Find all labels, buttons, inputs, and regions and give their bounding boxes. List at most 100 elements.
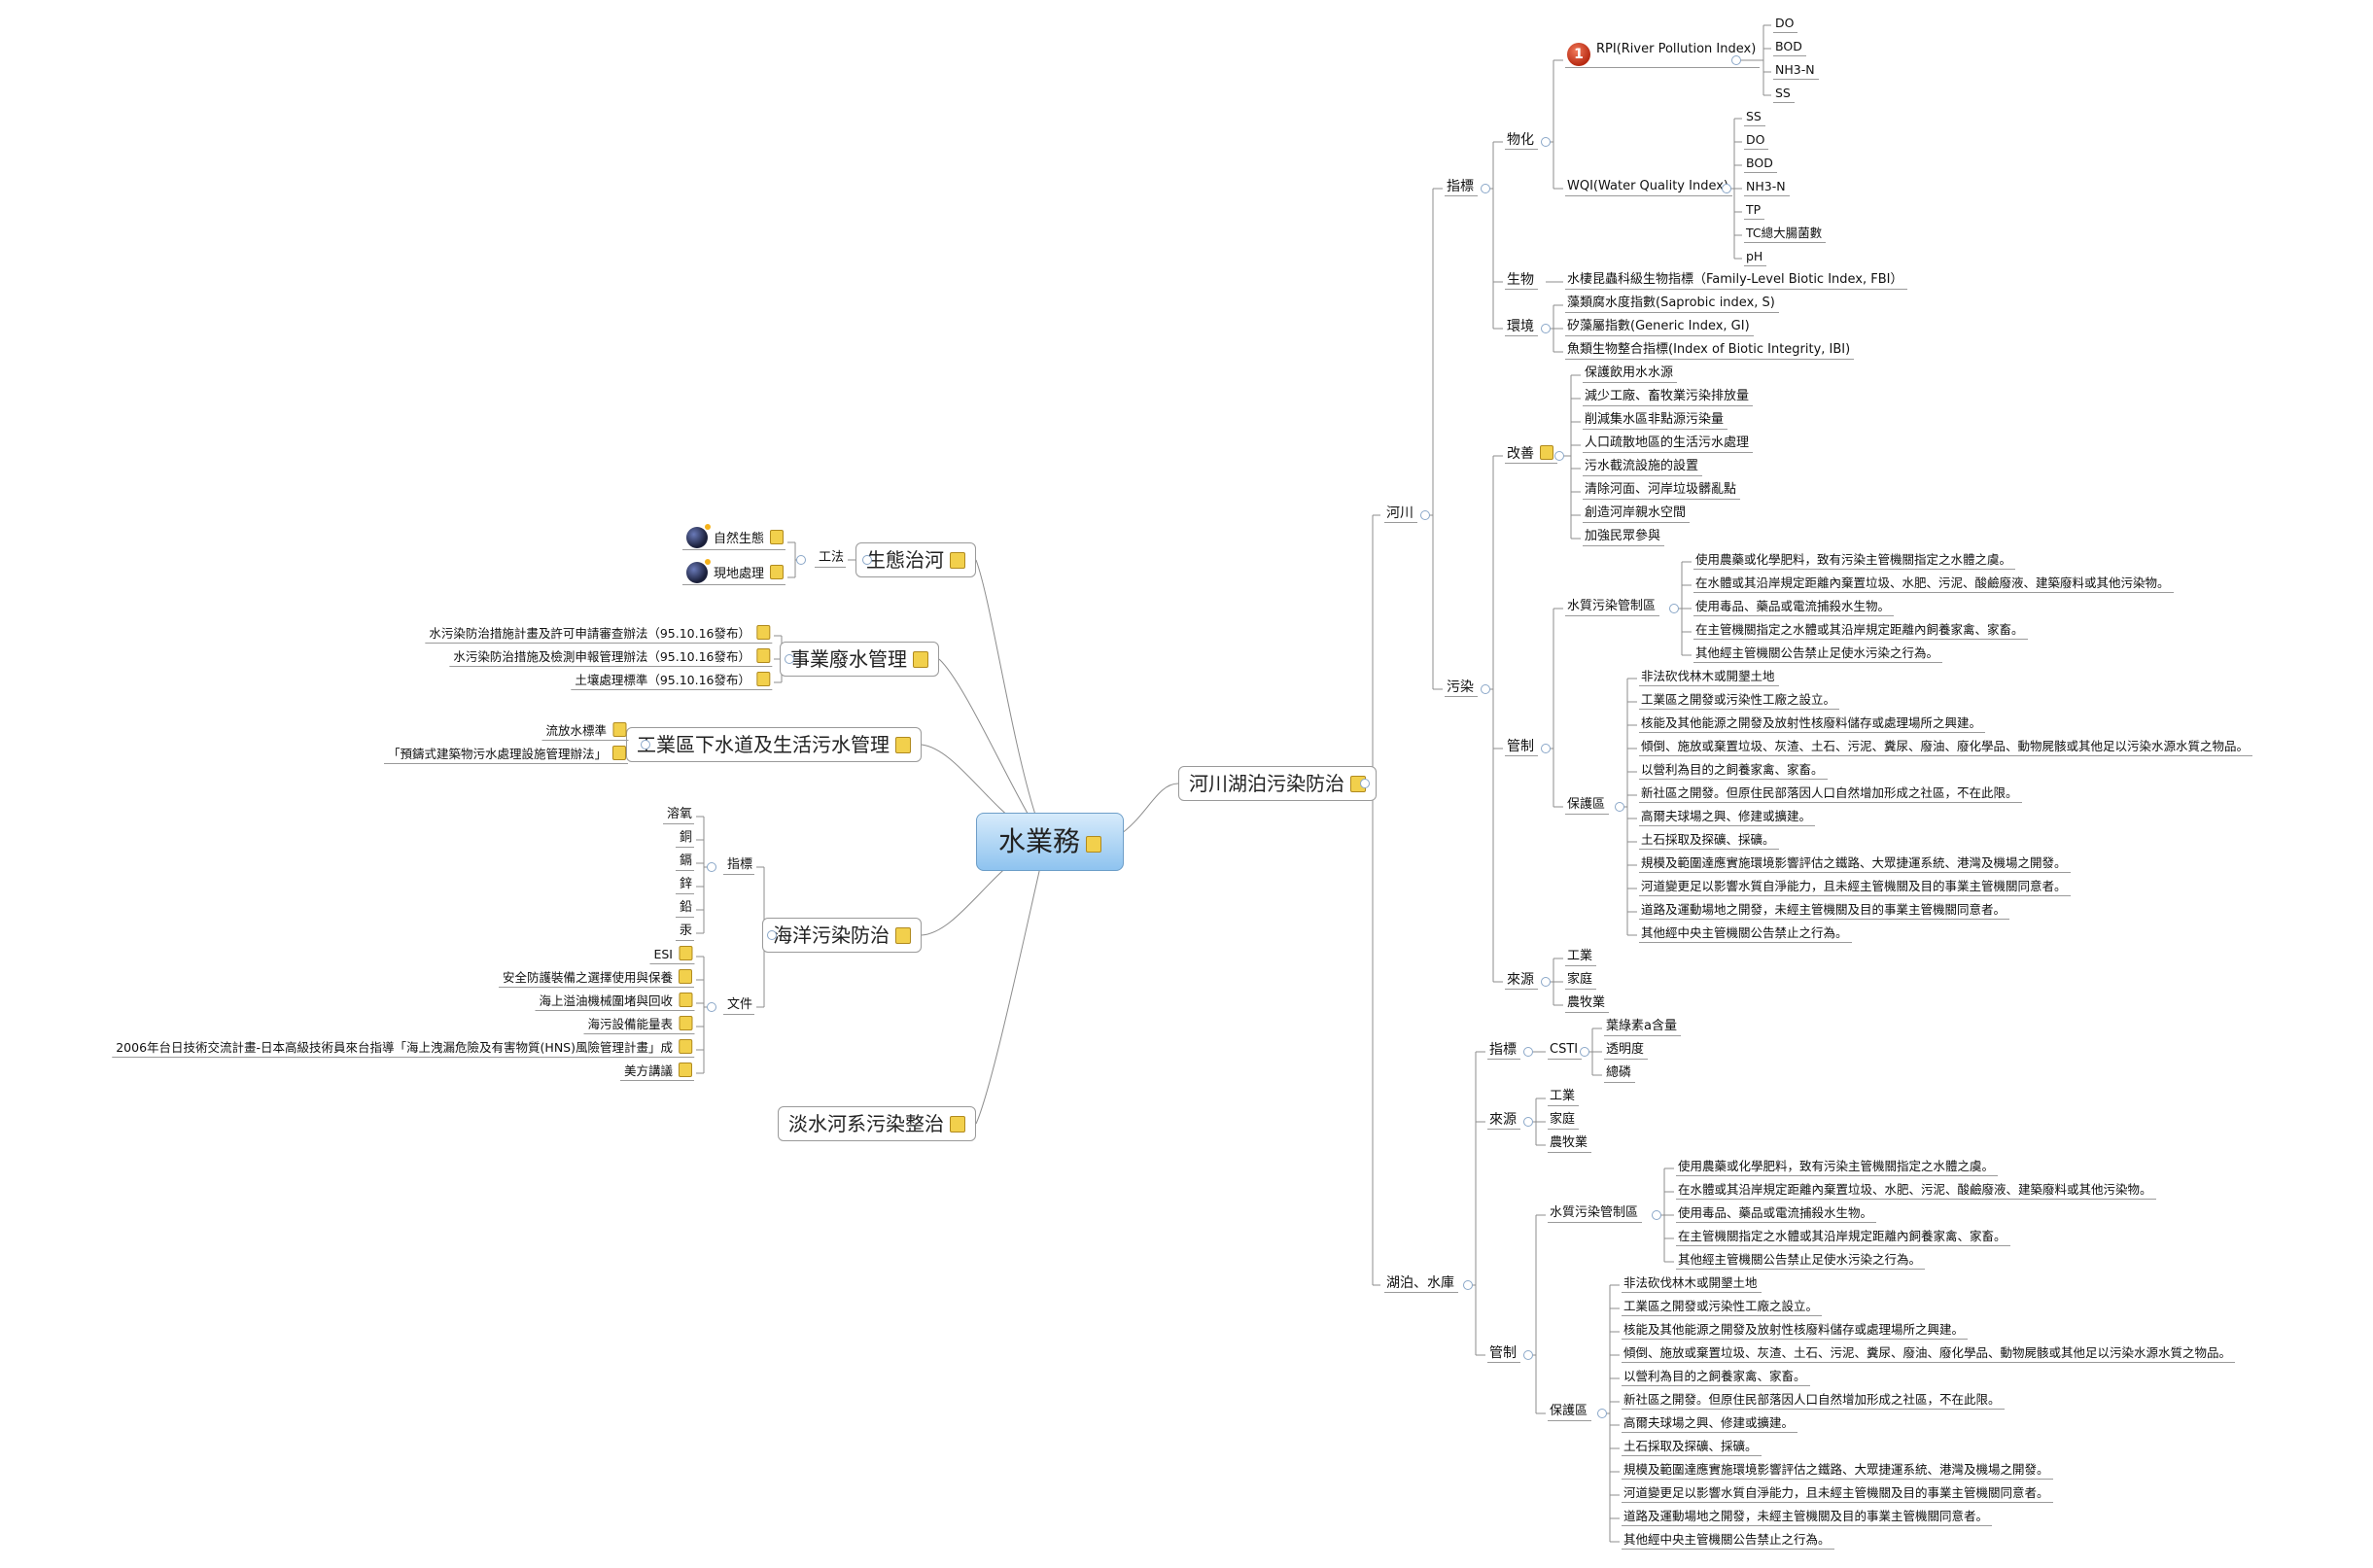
- note-icon[interactable]: [679, 946, 692, 960]
- leaf-topic[interactable]: 土壤處理標準（95.10.16發布）: [571, 672, 772, 690]
- topic-source[interactable]: 來源: [1505, 972, 1538, 990]
- note-icon[interactable]: [679, 1063, 692, 1077]
- note-icon[interactable]: [1086, 836, 1102, 853]
- collapse-toggle[interactable]: [785, 654, 794, 664]
- note-icon[interactable]: [770, 530, 784, 544]
- topic-control[interactable]: 管制: [1487, 1345, 1520, 1363]
- leaf-topic[interactable]: 核能及其他能源之開發及放射性核廢料儲存或處理場所之興建。: [1622, 1322, 1969, 1340]
- note-icon[interactable]: [895, 737, 911, 753]
- leaf-topic[interactable]: 傾倒、施放或棄置垃圾、灰渣、土石、污泥、糞尿、廢油、廢化學品、動物屍骸或其他足以…: [1639, 739, 2253, 756]
- note-icon[interactable]: [1540, 445, 1553, 460]
- collapse-toggle[interactable]: [1541, 744, 1551, 753]
- leaf-topic[interactable]: 矽藻屬指數(Generic Index, GI): [1565, 319, 1754, 336]
- collapse-toggle[interactable]: [862, 555, 872, 565]
- leaf-topic[interactable]: 核能及其他能源之開發及放射性核廢料儲存或處理場所之興建。: [1639, 715, 1986, 733]
- leaf-topic[interactable]: 其他經主管機關公告禁止足使水污染之行為。: [1676, 1252, 1926, 1270]
- note-icon[interactable]: [950, 1116, 965, 1132]
- collapse-toggle[interactable]: [1722, 184, 1731, 193]
- leaf-topic[interactable]: 銅: [675, 830, 694, 848]
- leaf-topic[interactable]: 以營利為目的之飼養家禽、家畜。: [1622, 1369, 1810, 1386]
- leaf-topic[interactable]: 美方講議: [619, 1063, 694, 1081]
- note-icon[interactable]: [913, 651, 928, 668]
- leaf-topic[interactable]: 土石採取及探礦、採礦。: [1622, 1439, 1762, 1456]
- collapse-toggle[interactable]: [1669, 604, 1679, 613]
- main-topic-tamsui[interactable]: 淡水河系污染整治: [778, 1106, 976, 1141]
- leaf-topic[interactable]: 水污染防治措施計畫及許可申請審查辦法（95.10.16發布）: [425, 625, 772, 644]
- topic-protect-zone[interactable]: 保護區: [1565, 797, 1610, 815]
- leaf-topic[interactable]: 自然生態: [681, 524, 785, 550]
- collapse-toggle[interactable]: [1580, 1047, 1589, 1057]
- topic-improve[interactable]: 改善: [1505, 445, 1557, 464]
- note-icon[interactable]: [950, 552, 965, 569]
- leaf-topic[interactable]: 高爾夫球場之興、修建或擴建。: [1639, 809, 1816, 826]
- leaf-topic[interactable]: BOD: [1773, 39, 1806, 56]
- leaf-topic[interactable]: 清除河面、河岸垃圾髒亂點: [1583, 482, 1741, 500]
- leaf-topic[interactable]: 工業: [1548, 1089, 1580, 1106]
- leaf-topic[interactable]: ESI: [649, 946, 694, 964]
- topic-bio[interactable]: 生物: [1505, 272, 1538, 290]
- leaf-topic[interactable]: 規模及範圍達應實施環境影響評估之鐵路、大眾捷運系統、港灣及機場之開發。: [1639, 855, 2071, 873]
- leaf-topic[interactable]: 河道變更足以影響水質自淨能力，且未經主管機關及目的事業主管機關同意者。: [1639, 879, 2071, 896]
- leaf-topic[interactable]: 藻類腐水度指數(Saprobic index, S): [1565, 296, 1779, 313]
- leaf-topic[interactable]: 工業: [1565, 949, 1597, 966]
- leaf-topic[interactable]: DO: [1744, 132, 1769, 150]
- collapse-toggle[interactable]: [1652, 1210, 1661, 1220]
- collapse-toggle[interactable]: [1523, 1350, 1533, 1360]
- leaf-topic[interactable]: 總磷: [1604, 1065, 1636, 1083]
- collapse-toggle[interactable]: [1523, 1117, 1533, 1127]
- central-topic[interactable]: 水業務: [975, 813, 1125, 871]
- note-icon[interactable]: [770, 565, 784, 579]
- leaf-topic[interactable]: 非法砍伐林木或開墾土地: [1639, 669, 1779, 686]
- leaf-topic[interactable]: TP: [1744, 202, 1765, 220]
- leaf-topic[interactable]: 保護飲用水水源: [1583, 366, 1678, 383]
- leaf-topic[interactable]: 在主管機關指定之水體或其沿岸規定距離內飼養家禽、家畜。: [1693, 622, 2028, 640]
- leaf-topic[interactable]: 在水體或其沿岸規定距離內棄置垃圾、水肥、污泥、酸鹼廢液、建築廢料或其他污染物。: [1693, 575, 2174, 593]
- leaf-topic[interactable]: 透明度: [1604, 1042, 1649, 1060]
- note-icon[interactable]: [679, 1039, 692, 1054]
- leaf-topic[interactable]: 工業區之開發或污染性工廠之設立。: [1639, 692, 1840, 710]
- leaf-topic[interactable]: 使用農藥或化學肥料，致有污染主管機關指定之水體之虞。: [1676, 1159, 1999, 1176]
- leaf-topic[interactable]: 在水體或其沿岸規定距離內棄置垃圾、水肥、污泥、酸鹼廢液、建築廢料或其他污染物。: [1676, 1182, 2156, 1200]
- leaf-topic[interactable]: 農牧業: [1548, 1135, 1592, 1153]
- leaf-topic[interactable]: 新社區之開發。但原住民部落因人口自然增加形成之社區，不在此限。: [1639, 785, 2022, 803]
- leaf-topic[interactable]: 污水截流設施的設置: [1583, 459, 1703, 476]
- collapse-toggle[interactable]: [1481, 184, 1490, 193]
- topic-lake-reservoir[interactable]: 湖泊、水庫: [1384, 1275, 1458, 1293]
- main-topic-industrial-wastewater[interactable]: 事業廢水管理: [780, 642, 939, 677]
- leaf-topic[interactable]: 使用毒品、藥品或電流捕殺水生物。: [1693, 599, 1895, 616]
- leaf-topic[interactable]: 河道變更足以影響水質自淨能力，且未經主管機關及目的事業主管機關同意者。: [1622, 1485, 2053, 1503]
- collapse-toggle[interactable]: [1541, 977, 1551, 987]
- topic-indicators[interactable]: 指標: [1487, 1042, 1520, 1060]
- topic-physchem[interactable]: 物化: [1505, 132, 1538, 150]
- topic-protect-zone[interactable]: 保護區: [1548, 1404, 1592, 1421]
- leaf-topic[interactable]: 加強民眾參與: [1583, 529, 1665, 546]
- leaf-topic[interactable]: TC總大腸菌數: [1744, 226, 1827, 243]
- leaf-topic[interactable]: 使用毒品、藥品或電流捕殺水生物。: [1676, 1205, 1877, 1223]
- leaf-topic[interactable]: 創造河岸親水空間: [1583, 505, 1691, 523]
- collapse-toggle[interactable]: [1731, 55, 1741, 65]
- note-icon[interactable]: [612, 746, 626, 760]
- leaf-topic[interactable]: 流放水標準: [541, 722, 628, 741]
- topic-indicators[interactable]: 指標: [722, 857, 754, 875]
- main-topic-marine[interactable]: 海洋污染防治: [762, 918, 922, 953]
- collapse-toggle[interactable]: [1597, 1409, 1607, 1418]
- leaf-topic[interactable]: 人口疏散地區的生活污水處理: [1583, 436, 1754, 453]
- collapse-toggle[interactable]: [641, 740, 650, 749]
- collapse-toggle[interactable]: [1541, 324, 1551, 333]
- collapse-toggle[interactable]: [707, 862, 716, 872]
- leaf-topic[interactable]: 水污染防治措施及檢測申報管理辦法（95.10.16發布）: [449, 648, 772, 667]
- topic-env[interactable]: 環境: [1505, 319, 1538, 336]
- leaf-topic[interactable]: 其他經中央主管機關公告禁止之行為。: [1622, 1532, 1834, 1550]
- leaf-topic[interactable]: 鉛: [675, 900, 694, 918]
- leaf-topic[interactable]: 水棲昆蟲科級生物指標（Family-Level Biotic Index, FB…: [1565, 272, 1907, 290]
- collapse-toggle[interactable]: [707, 1002, 716, 1012]
- collapse-toggle[interactable]: [1463, 1280, 1473, 1290]
- leaf-topic[interactable]: 削減集水區非點源污染量: [1583, 412, 1728, 430]
- note-icon[interactable]: [895, 927, 911, 944]
- note-icon[interactable]: [679, 993, 692, 1007]
- leaf-topic[interactable]: 家庭: [1548, 1112, 1580, 1130]
- note-icon[interactable]: [612, 722, 626, 737]
- collapse-toggle[interactable]: [1481, 684, 1490, 694]
- topic-control[interactable]: 管制: [1505, 739, 1538, 756]
- collapse-toggle[interactable]: [1541, 137, 1551, 147]
